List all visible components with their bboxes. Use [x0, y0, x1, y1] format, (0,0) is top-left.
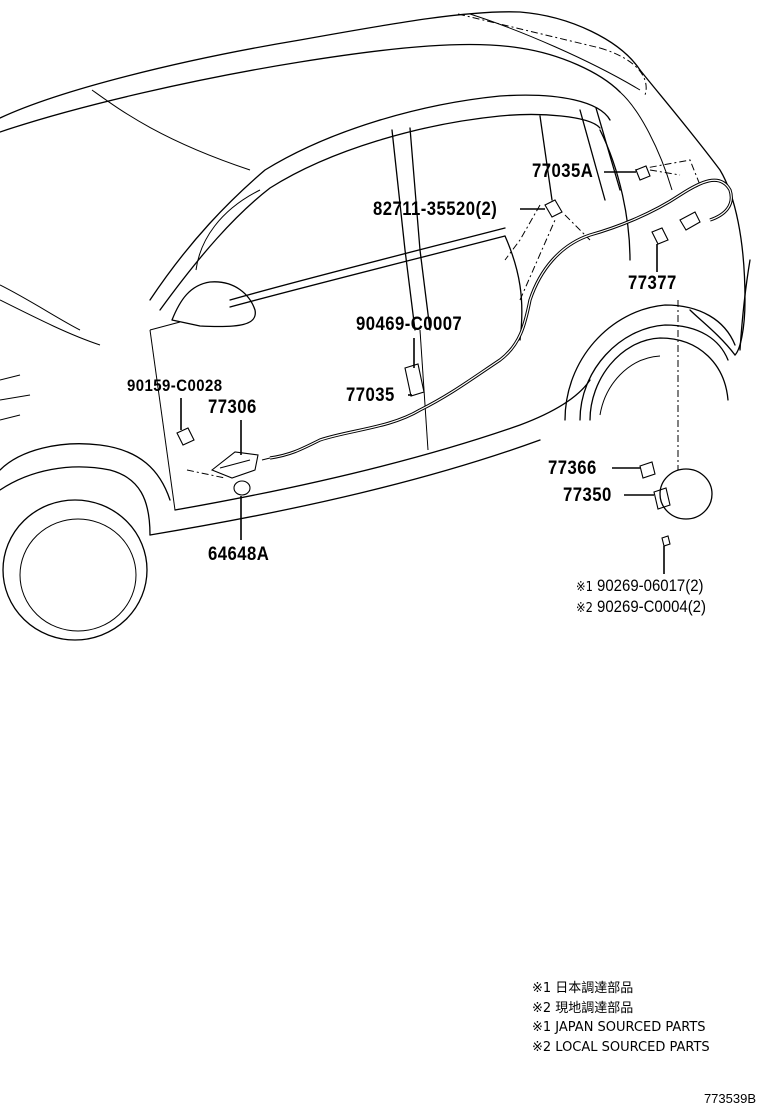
part-label-90469-c0007: 90469-C0007 — [356, 314, 463, 335]
part-label-77377: 77377 — [628, 273, 677, 294]
vehicle-body-outline — [0, 11, 751, 641]
sourcing-legend: ※1 日本調達部品 ※2 現地調達部品 ※1 JAPAN SOURCED PAR… — [532, 979, 710, 1057]
small-parts — [176, 165, 713, 547]
note-part-label-90269-c0004: ※2 90269-C0004(2) — [576, 598, 706, 615]
part-label-77306: 77306 — [208, 397, 257, 418]
part-label-77366: 77366 — [548, 458, 597, 479]
part-label-77350: 77350 — [563, 485, 612, 506]
part-label-64648a: 64648A — [208, 544, 270, 565]
part-label-77035: 77035 — [346, 385, 395, 406]
part-label-90159-c0028: 90159-C0028 — [127, 376, 223, 395]
note-mark-2: ※2 — [576, 601, 593, 616]
diagram-code: 773539B — [703, 1091, 756, 1106]
dashed-locator-lines — [186, 13, 701, 479]
note-part-number-1: 90269-06017(2) — [597, 576, 704, 595]
note-part-number-2: 90269-C0004(2) — [597, 597, 706, 616]
fuel-opener-cable — [261, 178, 733, 461]
part-label-82711-35520: 82711-35520(2) — [373, 199, 498, 220]
legend-line-4: ※2 LOCAL SOURCED PARTS — [532, 1039, 710, 1055]
legend-line-2: ※2 現地調達部品 — [532, 1000, 634, 1016]
legend-line-1: ※1 日本調達部品 — [532, 981, 634, 996]
note-part-label-90269-06017: ※1 90269-06017(2) — [576, 577, 704, 594]
legend-line-3: ※1 JAPAN SOURCED PARTS — [532, 1020, 706, 1035]
part-label-77035a: 77035A — [532, 161, 594, 182]
leader-lines — [180, 171, 665, 574]
note-mark-1: ※1 — [576, 580, 593, 595]
